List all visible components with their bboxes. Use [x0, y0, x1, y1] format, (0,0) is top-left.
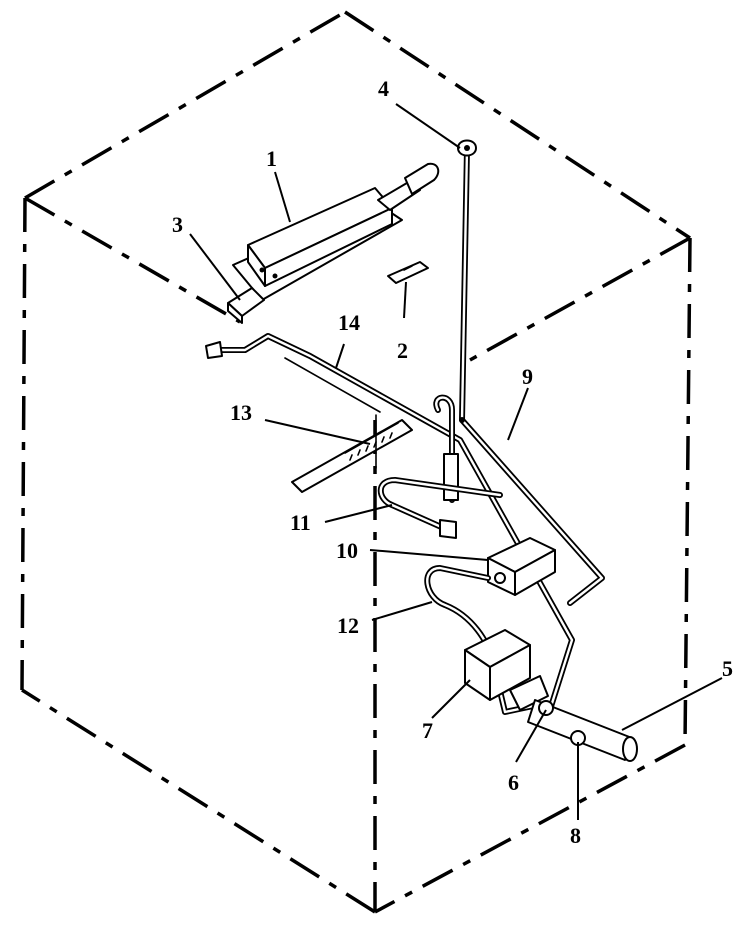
leader-lines [189, 103, 723, 820]
part-1-thermostat-housing [232, 162, 440, 301]
callout-labels: 1 2 3 4 5 6 7 8 9 10 11 12 13 14 [172, 76, 733, 848]
part-5-manifold [527, 699, 638, 762]
callout-1: 1 [266, 146, 277, 171]
cabinet-outline [20, 10, 692, 914]
callout-12: 12 [337, 613, 359, 638]
callout-6: 6 [508, 770, 519, 795]
part-3-clip [227, 287, 265, 324]
callout-10: 10 [336, 538, 358, 563]
part-7-gas-valve [464, 629, 549, 711]
part-2-bracket [387, 261, 429, 284]
callout-8: 8 [570, 823, 581, 848]
part-10-valve [487, 537, 556, 596]
callout-11: 11 [290, 510, 311, 535]
part-6-fitting [538, 700, 554, 716]
part-9-tube [459, 145, 605, 606]
callout-5: 5 [722, 656, 733, 681]
callout-13: 13 [230, 400, 252, 425]
part-13-burner [284, 357, 413, 493]
callout-7: 7 [422, 718, 433, 743]
callout-2: 2 [397, 338, 408, 363]
callout-4: 4 [378, 76, 389, 101]
part-11-tube [377, 394, 503, 539]
part-14-tube [205, 333, 575, 719]
callout-3: 3 [172, 212, 183, 237]
callout-9: 9 [522, 364, 533, 389]
callout-14: 14 [338, 310, 360, 335]
part-4-fitting [457, 139, 477, 157]
